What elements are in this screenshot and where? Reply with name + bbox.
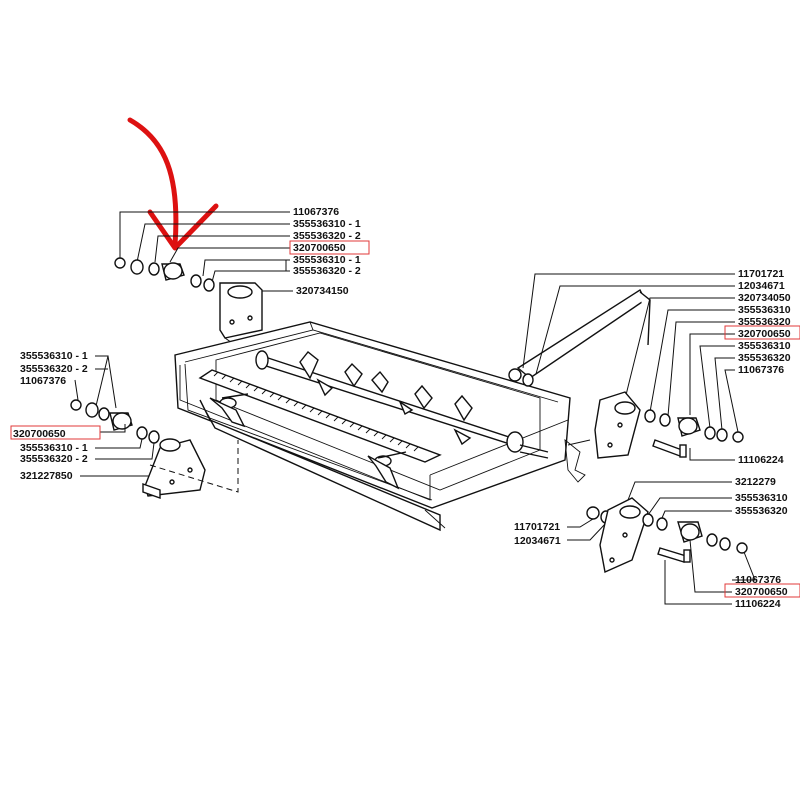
top-label-3: 320700650 [293,242,346,254]
left-label-5: 355536320 - 2 [20,453,88,465]
top-label-1: 355536310 - 1 [293,218,361,230]
main-frame-assembly [149,321,591,532]
right-lower-label-2: 355536320 [735,505,788,517]
left-label-4: 355536310 - 1 [20,442,88,454]
center-bottom-label-0: 11701721 [514,521,560,533]
right-lower-label-0: 3212279 [735,476,776,488]
drawbar-arm [508,288,651,387]
right-lower-label-3: 11067376 [735,574,781,586]
adjust-clamp [367,451,407,490]
left-label-6: 321227850 [20,470,73,482]
right-upper-label-2: 320734050 [738,292,791,304]
adjust-clamp [209,393,249,428]
right-lower-label-5: 11106224 [735,598,781,610]
right-upper-label-1: 12034671 [738,280,785,292]
top-label-6: 320734150 [296,285,349,297]
washer-part [190,274,202,288]
bracket-plate-part [219,282,263,339]
right-lower-label-4: 320700650 [735,586,788,598]
highlight-box [724,583,800,598]
right-upper-label-9: 11106224 [738,454,784,466]
top-label-2: 355536320 - 2 [293,230,361,242]
right-upper-label-0: 11701721 [738,268,784,280]
washer-part [148,430,160,444]
left-label-3: 320700650 [13,428,66,440]
left-label-2: 11067376 [20,375,66,387]
snap-ring-part [114,257,126,269]
snap-ring-part [70,399,82,411]
top-label-5: 355536320 - 2 [293,265,361,277]
washer-part [130,259,144,275]
highlight-box [289,240,370,255]
washer-part [98,407,110,421]
right-upper-label-8: 11067376 [738,364,784,376]
highlight-box [724,325,800,340]
bushing-part [112,412,132,430]
bolt-part [657,547,687,563]
right-upper-label-3: 355536310 [738,304,791,316]
center-bottom-label-1: 12034671 [514,535,561,547]
top-callout-group: 11067376 355536310 - 1 355536320 - 2 320… [114,206,370,339]
left-label-0: 355536310 - 1 [20,350,88,362]
left-callout-group: 355536310 - 1 355536320 - 2 11067376 320… [10,350,206,499]
washer-part [148,262,160,276]
pin-part [227,285,253,299]
right-upper-label-4: 355536320 [738,316,791,328]
rotor-blades [299,351,473,446]
top-label-4: 355536310 - 1 [293,254,361,266]
washer-part [203,278,215,292]
right-upper-label-7: 355536320 [738,352,791,364]
bushing-part [163,262,183,280]
center-bottom-callout-group: 11701721 12034671 [514,506,612,547]
highlight-box [10,425,101,440]
top-label-0: 11067376 [293,206,339,218]
right-upper-label-6: 355536310 [738,340,791,352]
left-label-1: 355536320 - 2 [20,363,88,375]
washer-part [85,402,99,418]
right-lower-callout-group: 3212279 355536310 355536320 11067376 320… [599,476,800,610]
red-arrow-pointer-icon [127,117,219,251]
right-upper-callout-group: 11701721 12034671 320734050 355536310 35… [522,268,800,466]
washer-part [136,426,148,440]
right-upper-label-5: 320700650 [738,328,791,340]
bolt-part [652,439,683,457]
right-lower-label-1: 355536310 [735,492,788,504]
